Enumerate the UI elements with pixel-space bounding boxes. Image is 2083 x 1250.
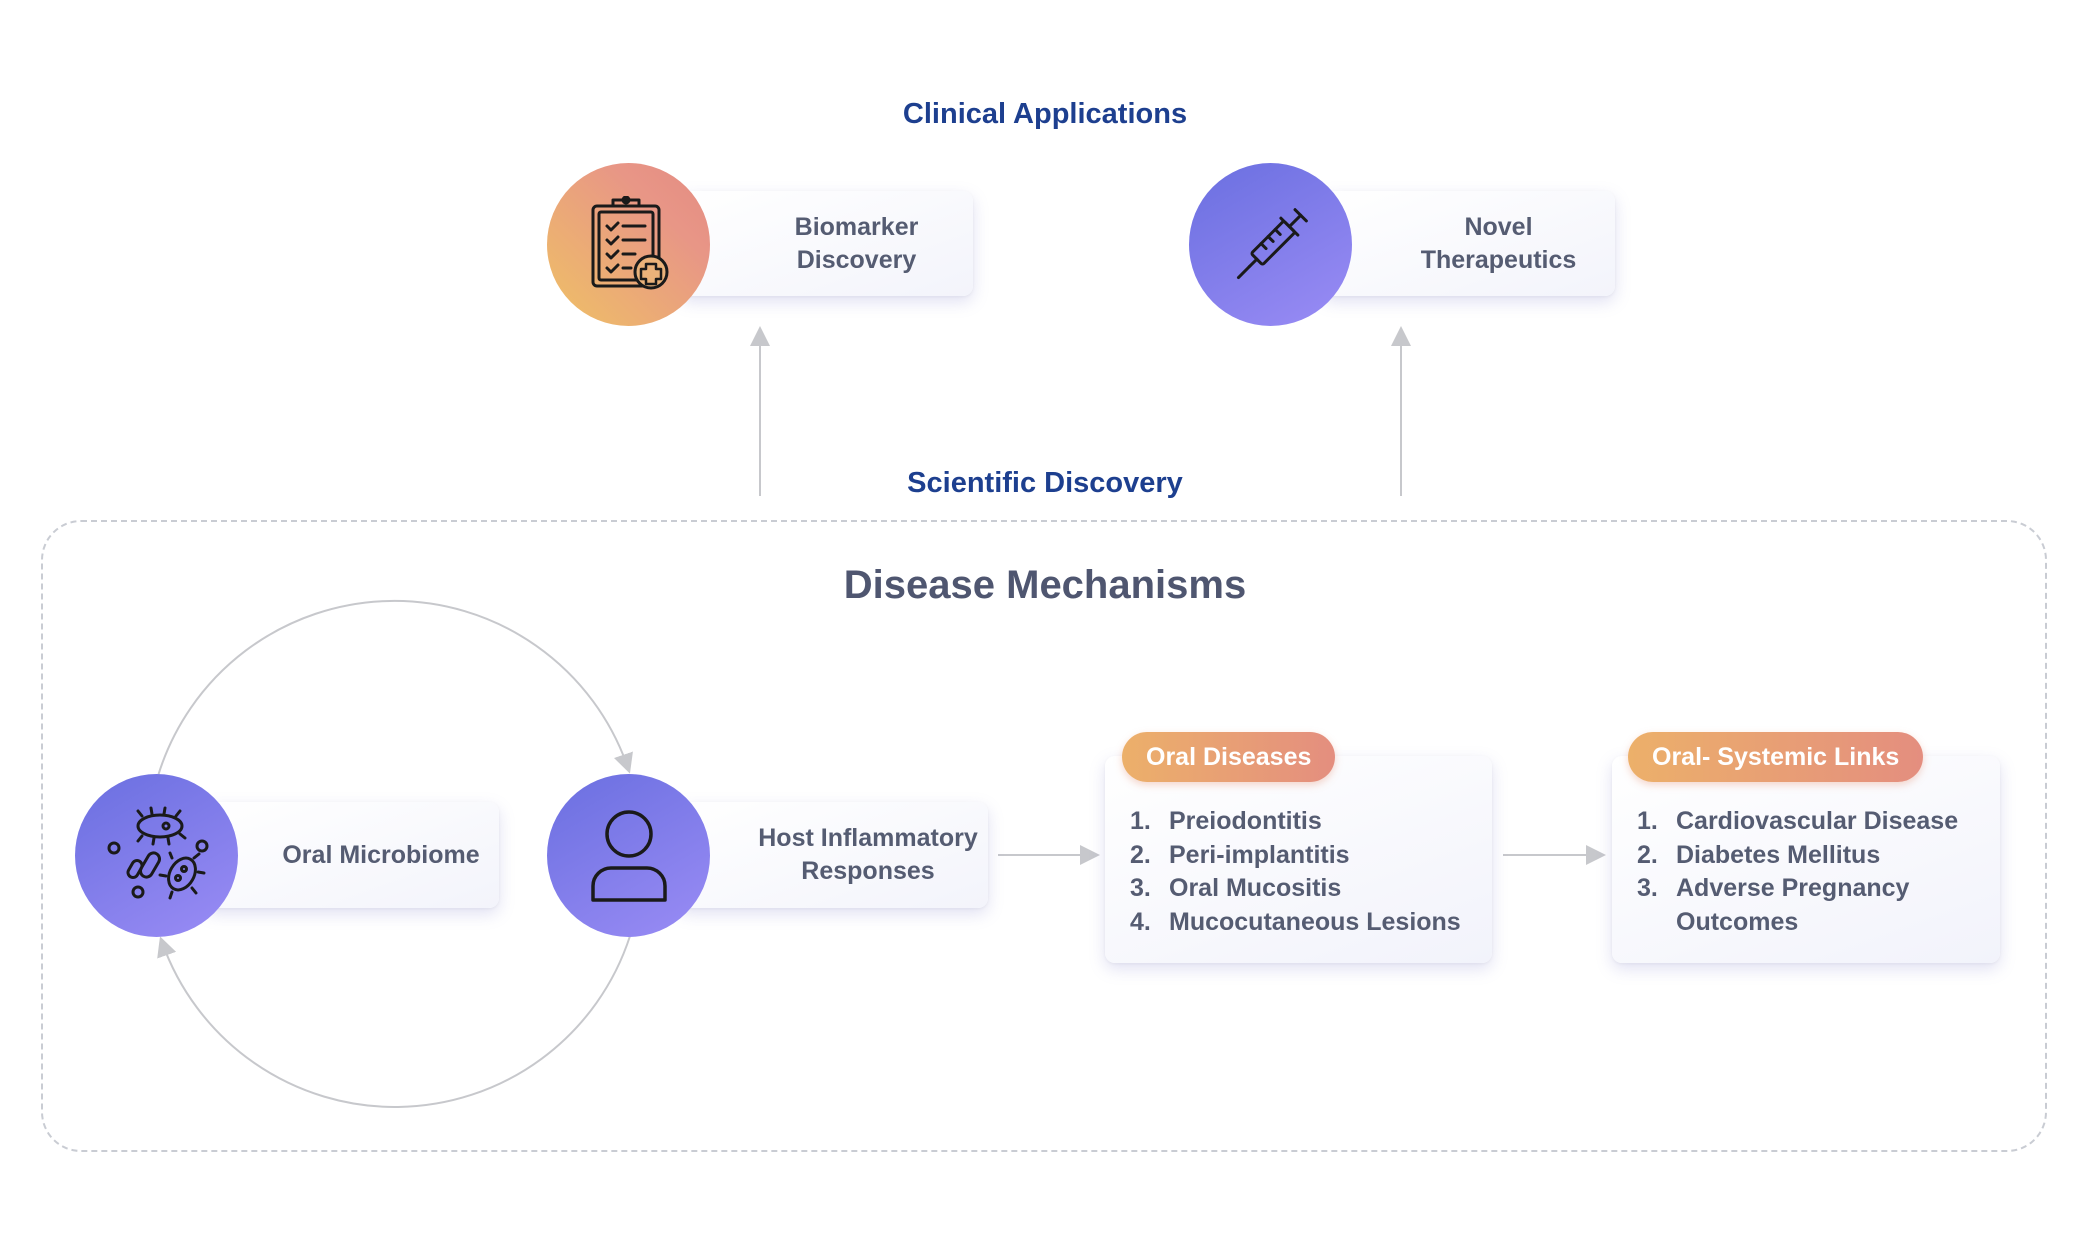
cycle-arc-bottom [157, 935, 631, 1108]
systemic-links-card: 1.Cardiovascular Disease 2.Diabetes Mell… [1612, 756, 2000, 963]
oral-microbiome-card: Oral Microbiome [205, 802, 499, 908]
host-label-line2: Responses [801, 857, 935, 885]
bacteria-icon [75, 774, 238, 937]
oral-diseases-list: 1.Preiodontitis 2.Peri-implantitis 3.Ora… [1130, 805, 1461, 939]
systemic-links-list: 1.Cardiovascular Disease 2.Diabetes Mell… [1637, 805, 1958, 939]
clinical-applications-title: Clinical Applications [902, 98, 1188, 130]
systemic-links-badge: Oral- Systemic Links [1628, 732, 1924, 782]
host-label-line1: Host Inflammatory [758, 824, 978, 852]
novel-therapeutics-card: Novel Therapeutics [1322, 191, 1615, 296]
list-item: 3.Adverse Pregnancy [1637, 874, 1910, 902]
list-item: 2.Diabetes Mellitus [1637, 840, 1881, 869]
therapeutics-label-line2: Therapeutics [1420, 245, 1577, 274]
oral-diseases-card: 1.Preiodontitis 2.Peri-implantitis 3.Ora… [1105, 756, 1492, 963]
cycle-arc-top [157, 599, 633, 777]
person-icon [547, 774, 710, 937]
disease-mechanisms-container [41, 520, 2047, 1152]
oral-diseases-badge: Oral Diseases [1122, 732, 1336, 782]
scientific-discovery-title: Scientific Discovery [907, 467, 1183, 499]
list-item: 1.Cardiovascular Disease [1637, 807, 1959, 835]
list-item: 2.Peri-implantitis [1130, 840, 1350, 869]
biomarker-label-line1: Biomarker [794, 212, 919, 241]
clipboard-medical-icon [547, 163, 710, 326]
list-item: 4.Mucocutaneous Lesions [1130, 907, 1461, 936]
biomarker-discovery-card: Biomarker Discovery [680, 191, 973, 296]
list-item: 1.Preiodontitis [1130, 807, 1322, 835]
host-inflammatory-card: Host Inflammatory Responses [678, 802, 988, 908]
syringe-icon [1189, 163, 1352, 326]
disease-mechanisms-title: Disease Mechanisms [843, 563, 1247, 607]
list-item: Outcomes [1676, 907, 1799, 936]
list-item: 3.Oral Mucositis [1130, 874, 1342, 902]
therapeutics-label-line1: Novel [1464, 212, 1533, 241]
biomarker-label-line2: Discovery [796, 245, 917, 274]
oral-microbiome-label: Oral Microbiome [282, 840, 480, 869]
